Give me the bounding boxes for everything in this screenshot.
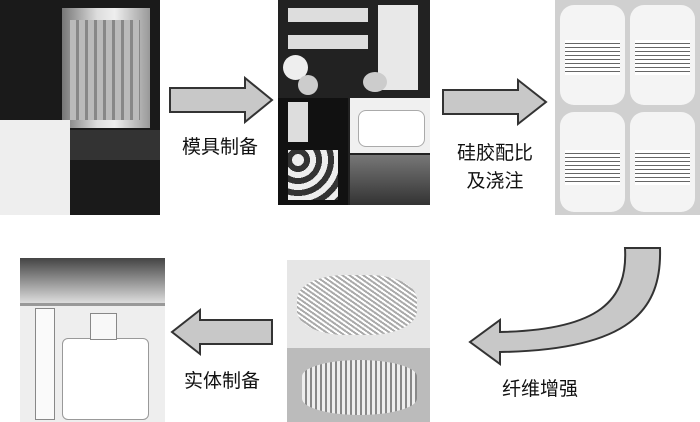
arrow-curved-down-left	[468, 247, 662, 366]
photo-solid-product	[20, 258, 165, 422]
arrow-right-1	[169, 75, 274, 125]
photo-molds	[278, 0, 430, 205]
label-silicone-ratio: 硅胶配比	[456, 142, 533, 164]
label-pouring: 及浇注	[466, 170, 524, 192]
label-solid-preparation: 实体制备	[183, 370, 260, 392]
arrow-left	[170, 307, 273, 357]
arrow-right-2	[442, 77, 548, 127]
photo-silicone-bottles	[555, 0, 700, 215]
label-mold-preparation: 模具制备	[181, 136, 258, 158]
label-fiber-reinforcement: 纤维增强	[501, 378, 578, 400]
photo-3d-printer	[0, 0, 160, 215]
photo-fibers	[287, 260, 430, 422]
